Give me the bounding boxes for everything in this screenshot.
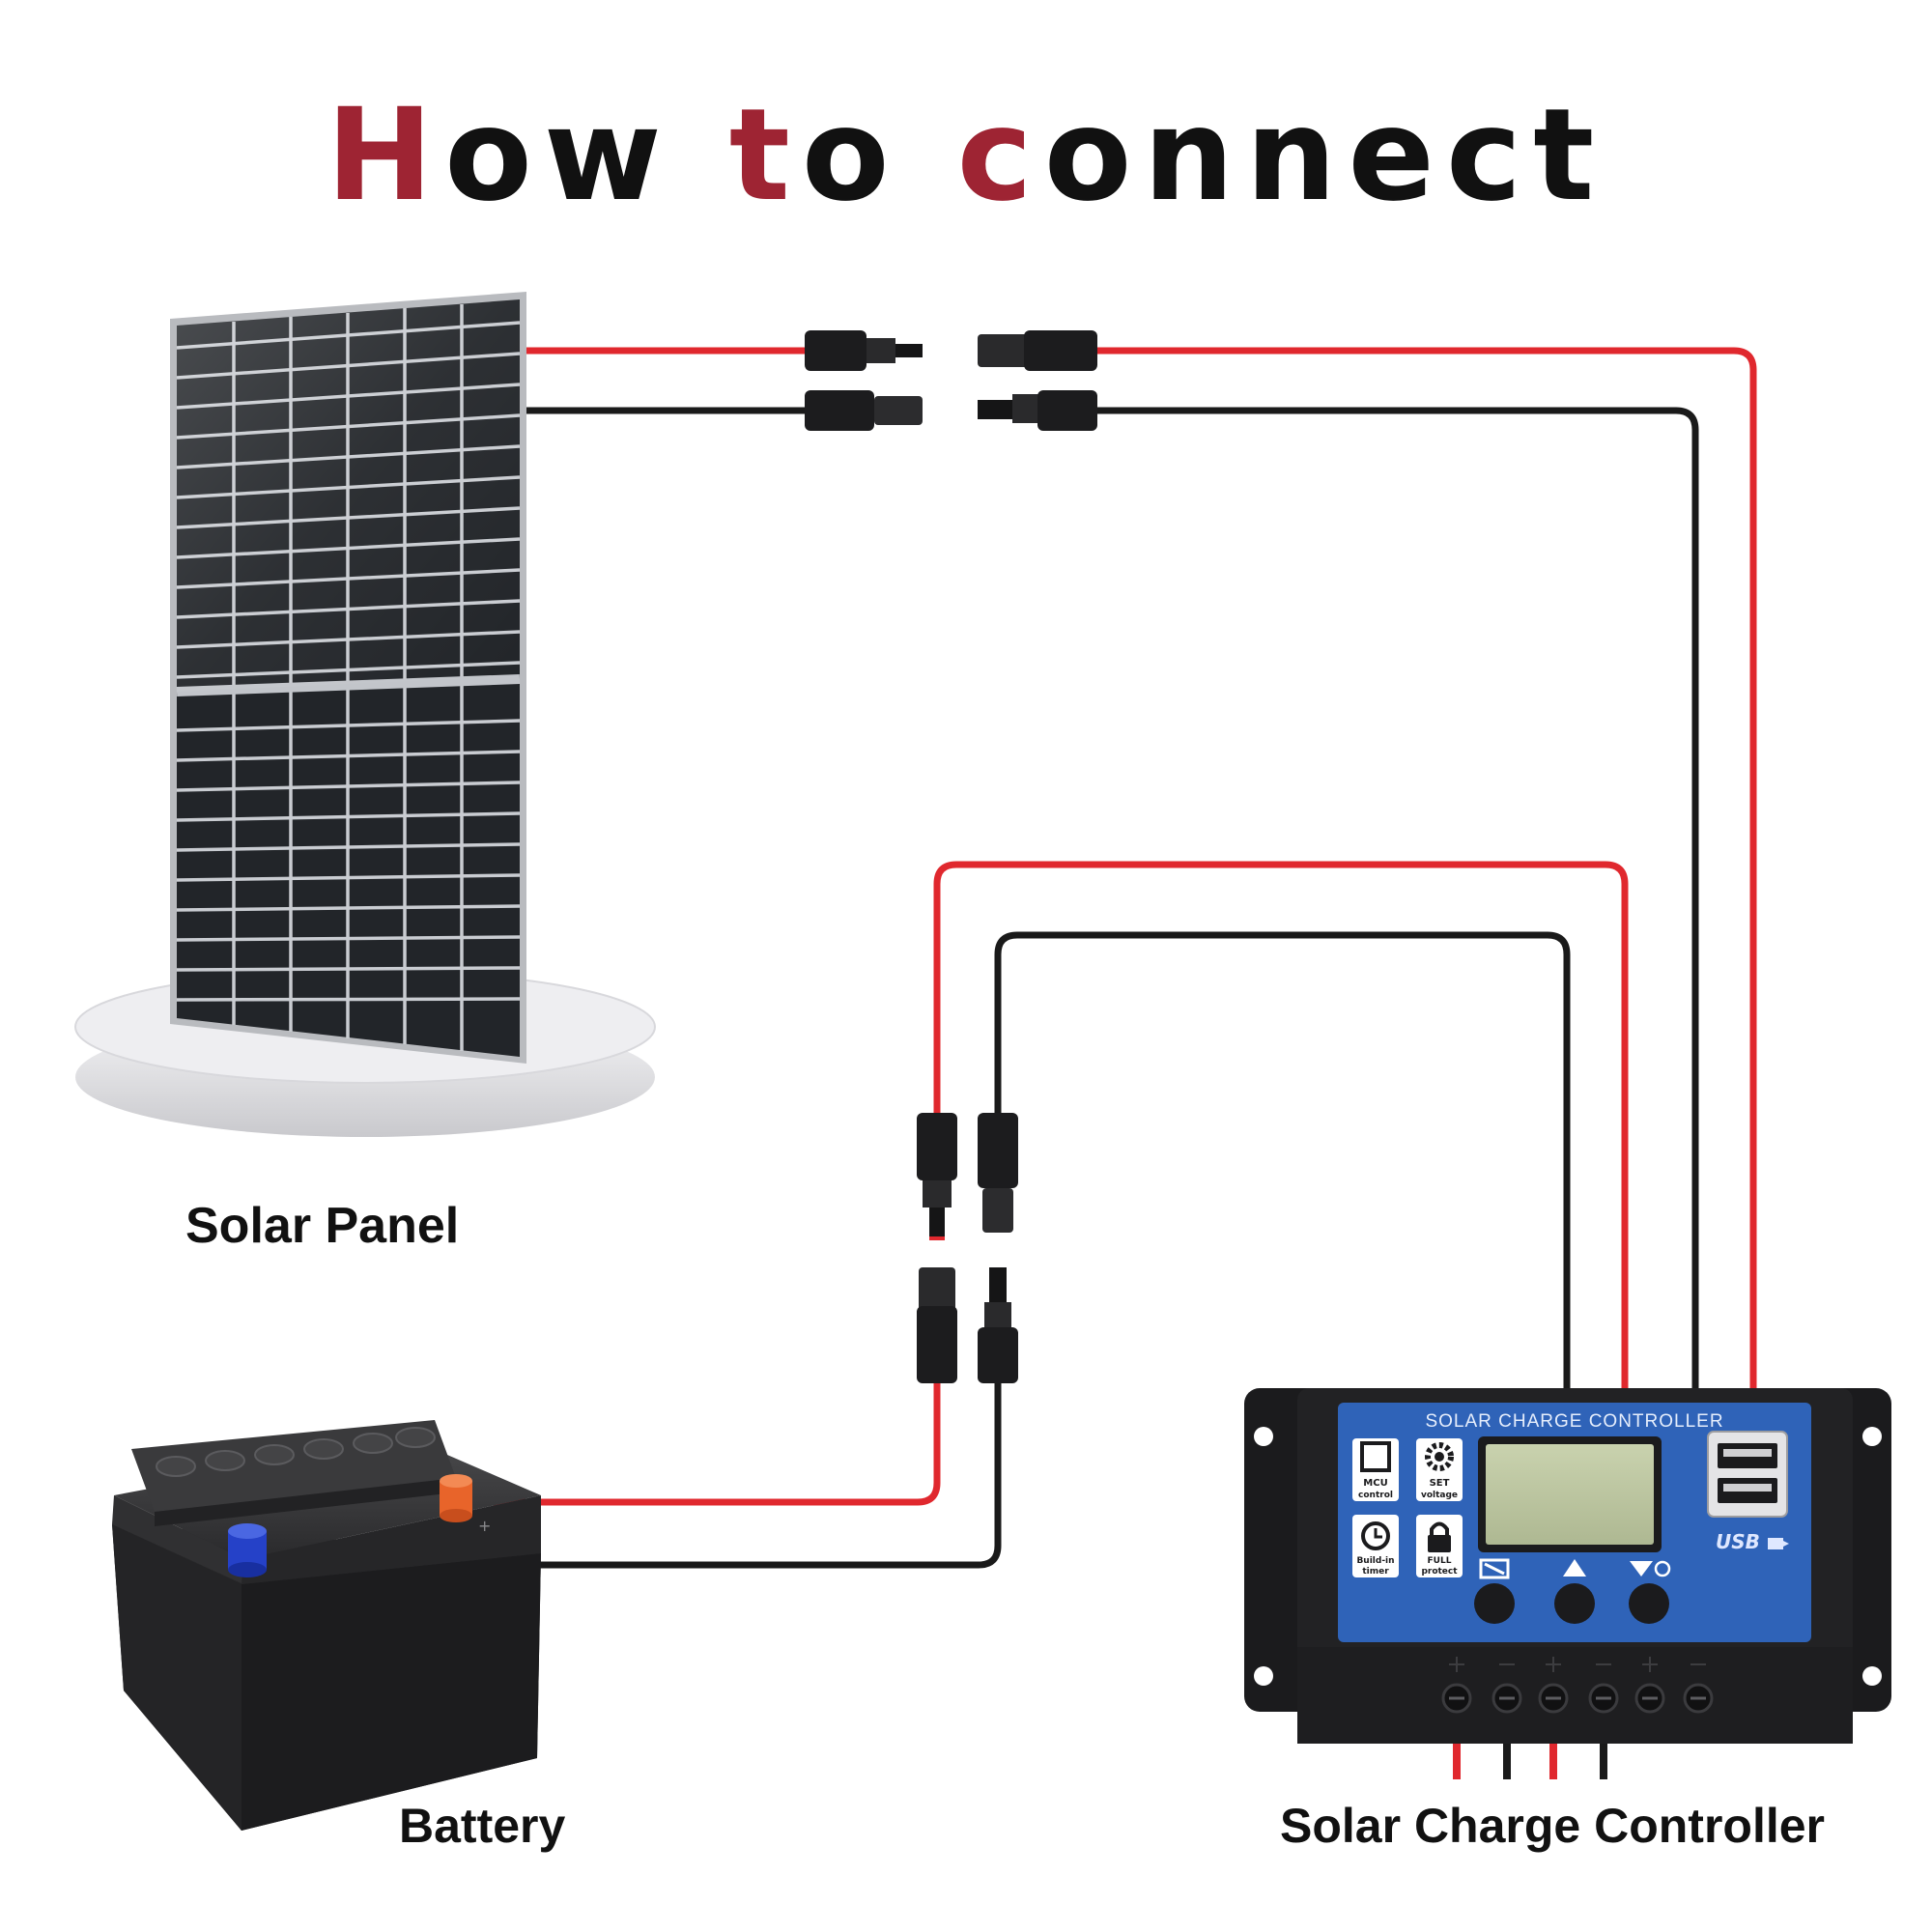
terminal-symbols [1449,1657,1706,1672]
controller-button-icons [1479,1558,1671,1579]
svg-text:+: + [478,1517,491,1535]
title-highlight-letter: H [326,81,445,230]
svg-text:FULL: FULL [1428,1556,1452,1566]
battery-negative-terminal [228,1523,267,1577]
mc4-connector-mid-upper [917,1113,1018,1240]
svg-text:MCU: MCU [1363,1478,1387,1489]
terminal-screws [1441,1683,1714,1714]
battery-negative-wire [264,1372,1002,1569]
menu-icon [1479,1558,1510,1579]
mc4-connector-top-left [805,330,923,431]
title-highlight-letter: c [956,81,1044,230]
title-text: ow [444,81,729,230]
svg-text:protect: protect [1421,1567,1458,1577]
down-button[interactable] [1629,1583,1669,1624]
title-highlight-letter: t [728,81,802,230]
controller-battery-negative-wire [994,931,1571,1388]
gear-icon [1425,1442,1454,1471]
controller-pv-negative-wire [1090,407,1699,1388]
mcu-control-badge: MCU control [1352,1438,1399,1501]
lock-icon [1430,1521,1449,1536]
controller-battery-positive-wire [933,861,1629,1388]
menu-button[interactable] [1474,1583,1515,1624]
controller-title: SOLAR CHARGE CONTROLLER [1425,1411,1723,1432]
arrow-up-icon [1563,1559,1586,1577]
usb-ports [1707,1431,1788,1518]
svg-text:voltage: voltage [1421,1491,1458,1500]
arrow-down-icon [1630,1561,1653,1577]
page-title: How to connect [0,92,1932,219]
battery-positive-wire [466,1372,941,1506]
solar-panel-label: Solar Panel [185,1198,460,1254]
wires [264,347,1757,1779]
clock-icon [1361,1521,1390,1550]
terminal-block [1297,1647,1853,1744]
solar-charge-controller: SOLAR CHARGE CONTROLLER MCU control SET … [1244,1388,1891,1744]
controller-pv-positive-wire [1090,347,1757,1388]
mc4-connector-mid-lower [917,1267,1018,1383]
svg-text:Build-in: Build-in [1356,1556,1394,1566]
full-protect-badge: FULL protect [1416,1515,1463,1577]
mc4-connector-top-right [978,330,1097,431]
set-voltage-badge: SET voltage [1416,1438,1463,1501]
battery: + [112,1420,541,1831]
battery-label: Battery [399,1799,566,1853]
svg-text:control: control [1358,1491,1393,1500]
usb-label: USB [1716,1530,1760,1553]
title-text: onnect [1043,81,1606,230]
battery-vent-caps [156,1427,436,1477]
usb-plug-icon [1768,1538,1789,1549]
battery-positive-terminal [440,1474,472,1522]
up-button[interactable] [1554,1583,1595,1624]
solar-panel [74,292,656,1137]
title-text: o [801,81,957,230]
svg-text:SET: SET [1430,1478,1450,1489]
timer-badge: Build-in timer [1352,1515,1399,1577]
svg-text:timer: timer [1362,1567,1389,1577]
controller-label: Solar Charge Controller [1280,1799,1825,1853]
